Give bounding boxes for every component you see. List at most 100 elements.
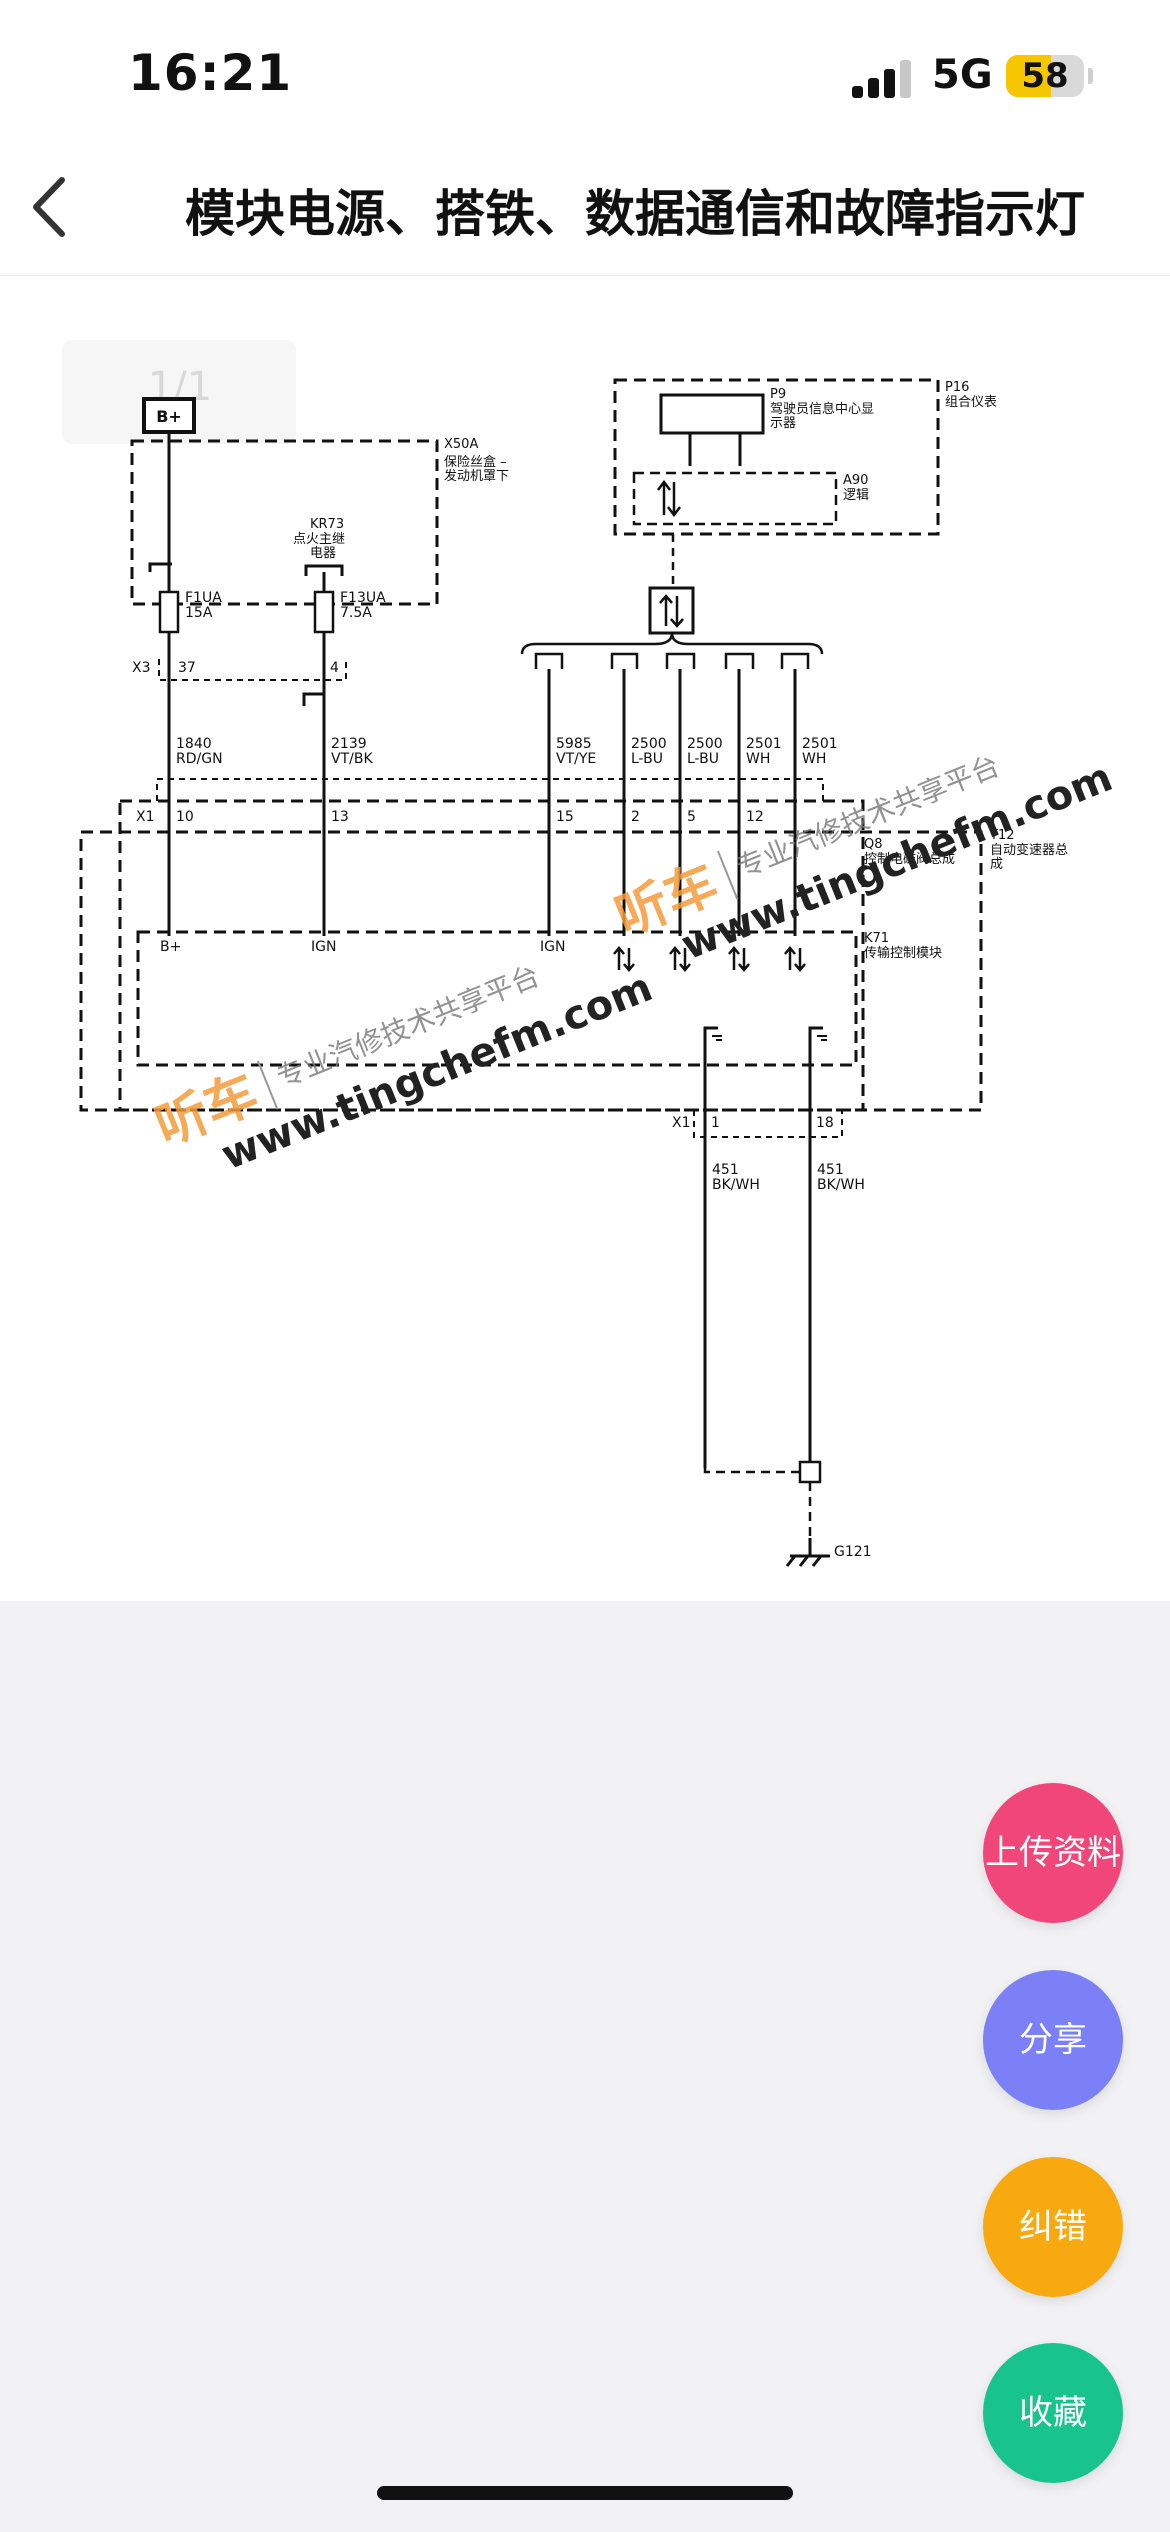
report-error-label: 纠错 <box>1019 2207 1087 2247</box>
fuse1-rating: 15A <box>185 605 213 621</box>
wire-2501a-circuit: 2501 <box>746 736 782 752</box>
module-pin-ign: IGN <box>311 939 336 955</box>
relay-contact <box>304 564 344 576</box>
ground-wire2-circuit: 451 <box>817 1162 844 1178</box>
logic-id: A90 <box>843 473 868 488</box>
x1-pin-10: 10 <box>176 809 194 825</box>
dic-display <box>659 393 765 435</box>
cellular-signal-icon <box>852 58 914 98</box>
report-error-button[interactable]: 纠错 <box>983 2157 1123 2297</box>
battery-label: B+ <box>156 407 182 426</box>
wire-5985-circuit: 5985 <box>556 736 592 752</box>
logic-frame <box>632 471 838 526</box>
fuse-block-desc-1: 保险丝盒 – <box>444 454 507 470</box>
fuse-block-id: X50A <box>444 437 478 452</box>
page-title: 模块电源、搭铁、数据通信和故障指示灯 <box>185 185 1085 243</box>
wire-2500a-circuit: 2500 <box>631 736 667 752</box>
share-button[interactable]: 分享 <box>983 1970 1123 2110</box>
fuse2-id: F13UA <box>340 590 386 606</box>
lower-x1-pin-1: 1 <box>711 1115 720 1131</box>
relay-id: KR73 <box>310 517 344 532</box>
wire-1840-color: RD/GN <box>176 751 223 767</box>
x3-connector <box>158 659 347 681</box>
battery-percentage: 58 <box>1021 56 1069 96</box>
wire-2500a-color: L-BU <box>631 751 663 767</box>
logic-arrows-icon <box>657 479 681 518</box>
upload-material-label: 上传资料 <box>985 1833 1121 1873</box>
x3-pin-37: 37 <box>178 660 196 676</box>
back-button[interactable] <box>20 172 90 242</box>
dic-legs <box>688 433 742 466</box>
share-label: 分享 <box>1019 2020 1087 2060</box>
wire-2139-color: VT/BK <box>331 751 373 767</box>
wire-5985-color: VT/YE <box>556 751 596 767</box>
splice-arrows-icon <box>659 594 684 628</box>
x3-label: X3 <box>132 660 151 676</box>
relay-desc-2: 电器 <box>310 546 336 561</box>
t12-desc-2: 成 <box>990 857 1003 872</box>
q8-frame <box>118 799 865 1112</box>
x1-pin-2: 2 <box>631 809 640 825</box>
page-indicator: 1/1 <box>62 340 296 444</box>
home-indicator[interactable] <box>377 2486 793 2500</box>
wire-2139-circuit: 2139 <box>331 736 367 752</box>
fuse1-id: F1UA <box>185 590 222 606</box>
x1-label: X1 <box>136 809 155 825</box>
lower-x1-label: X1 <box>672 1115 691 1131</box>
ground-splice <box>703 1468 800 1474</box>
upload-material-button[interactable]: 上传资料 <box>983 1783 1123 1923</box>
watermark-2: 听车 专业汽修技术共享平台 www.tingchefm.com <box>147 959 658 1179</box>
wire-2501a-color: WH <box>746 751 770 767</box>
fuse-f13ua <box>313 590 335 634</box>
q8-id: Q8 <box>864 837 883 852</box>
dic-desc-2: 示器 <box>770 416 796 431</box>
x1-pin-13: 13 <box>331 809 349 825</box>
splice-box <box>648 586 695 635</box>
x3-jog <box>302 680 326 706</box>
ground-wire1-circuit: 451 <box>712 1162 739 1178</box>
favorite-button[interactable]: 收藏 <box>983 2343 1123 2483</box>
battery-tip <box>1088 68 1093 84</box>
cluster-desc: 组合仪表 <box>945 395 997 410</box>
wire-2501b-color: WH <box>802 751 826 767</box>
wiring-diagram[interactable]: 1/1 <box>0 276 1170 1601</box>
fuse-block-frame <box>130 439 439 606</box>
nav-bar: 模块电源、搭铁、数据通信和故障指示灯 <box>0 150 1170 276</box>
k71-frame <box>136 930 858 1067</box>
cluster-id: P16 <box>945 380 969 395</box>
k71-desc: 传输控制模块 <box>864 945 942 961</box>
fuse-f1ua <box>158 590 180 634</box>
bus-arrows-icon <box>613 946 806 972</box>
relay-desc-1: 点火主继 <box>293 532 345 547</box>
ground-wire-2 <box>808 1026 823 1088</box>
x1-lower-connector <box>693 1110 843 1138</box>
x1-upper-connector <box>156 778 824 801</box>
fuse-block-desc-2: 发动机罩下 <box>444 468 509 484</box>
x1-pin-15: 15 <box>556 809 574 825</box>
favorite-label: 收藏 <box>1019 2393 1087 2433</box>
status-time: 16:21 <box>128 44 293 102</box>
module-pin-ign-2: IGN <box>540 939 565 955</box>
dic-desc-1: 驾驶员信息中心显 <box>770 401 874 417</box>
chevron-left-icon <box>33 177 65 237</box>
ground-wire2-color: BK/WH <box>817 1177 865 1193</box>
status-bar: 16:21 5G 58 <box>0 0 1170 150</box>
wire-2500b-circuit: 2500 <box>687 736 723 752</box>
data-bus-brace <box>520 632 824 655</box>
ground-wire-1 <box>703 1026 718 1088</box>
ground-symbols <box>712 1035 827 1041</box>
ground-id: G121 <box>834 1544 872 1560</box>
x1-pin-12: 12 <box>746 809 764 825</box>
wire-1840-circuit: 1840 <box>176 736 212 752</box>
ground-g121-icon <box>785 1538 830 1567</box>
k71-id: K71 <box>864 931 889 946</box>
q8-desc: 控制电磁阀总成 <box>864 852 955 867</box>
logic-desc: 逻辑 <box>843 488 869 503</box>
cluster-frame <box>613 378 940 536</box>
x1-pin-5: 5 <box>687 809 696 825</box>
connector-tick-1 <box>148 562 172 572</box>
bus-taps <box>534 652 810 669</box>
module-pin-bplus: B+ <box>160 939 181 955</box>
wire-2501b-circuit: 2501 <box>802 736 838 752</box>
dic-id: P9 <box>770 387 786 402</box>
